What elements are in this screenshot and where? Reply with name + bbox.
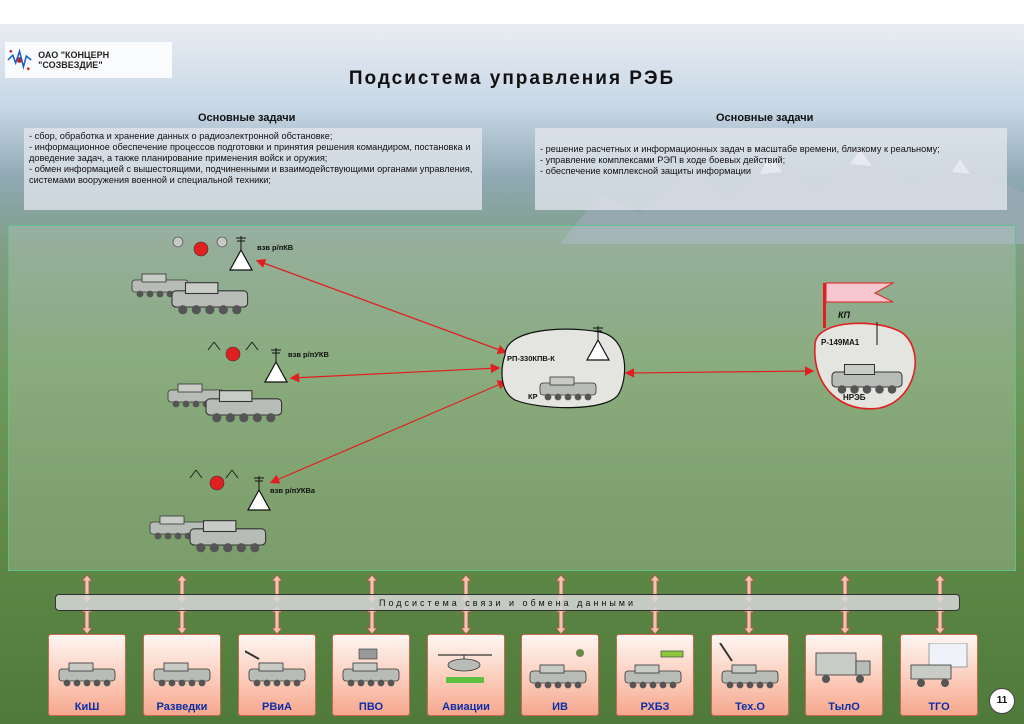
data-exchange-bus: Подсистема связи и обмена данными — [55, 594, 960, 611]
service-tile-iv[interactable]: ИВ — [521, 634, 599, 716]
unit-kv-vehicles — [131, 235, 253, 315]
right-task-item: - управление комплексами РЭП в ходе боев… — [540, 155, 786, 165]
engineering-vehicle-icon — [529, 649, 587, 689]
helicopter-icon — [438, 654, 492, 683]
artillery-icon — [245, 650, 306, 687]
service-label: ИВ — [552, 701, 568, 713]
service-tile-tylo[interactable]: ТылО — [805, 634, 883, 716]
service-label: ТылО — [828, 701, 860, 713]
right-task-item: - решение расчетных и информационных зад… — [540, 144, 940, 154]
service-label: ТГО — [928, 701, 950, 713]
left-task-item: - обмен информацией с вышестоящими, подч… — [29, 164, 473, 185]
link-kv — [255, 258, 508, 355]
unit-ukv-vehicles — [167, 341, 288, 423]
left-tasks-heading: Основные задачи — [198, 112, 296, 124]
center-node-name: РП-330КПВ-К — [507, 354, 555, 363]
left-task-item: - информационное обеспечение процессов п… — [29, 142, 471, 163]
service-tile-pvo[interactable]: ПВО — [332, 634, 410, 716]
recovery-vehicle-icon — [719, 643, 779, 689]
command-post-flag — [825, 282, 895, 303]
right-task-item: - обеспечение комплексной защиты информа… — [540, 166, 752, 176]
service-label: КиШ — [74, 701, 100, 713]
company-logo: ОАО "КОНЦЕРН "СОЗВЕЗДИЕ" — [5, 42, 172, 78]
service-label: Тех.О — [735, 701, 765, 713]
service-tile-kish[interactable]: КиШ — [48, 634, 126, 716]
link-ukva — [269, 380, 508, 484]
link-ukv — [289, 363, 501, 383]
center-node-tag: КР — [528, 392, 538, 401]
air-defense-icon — [342, 648, 400, 687]
service-label: Авиации — [442, 701, 490, 713]
red-signal-marker — [193, 241, 209, 257]
unit-label-kv: взв р/пКВ — [257, 243, 294, 252]
unit-ukva-vehicles — [149, 469, 271, 553]
armored-vehicle-icon — [58, 662, 116, 687]
service-tile-aviacii[interactable]: Авиации — [427, 634, 505, 716]
chemical-defense-icon — [624, 650, 684, 689]
service-tile-teho[interactable]: Тех.О — [711, 634, 789, 716]
command-post-tag: НРЭБ — [843, 393, 866, 402]
red-signal-marker — [225, 346, 241, 362]
link-command-post — [624, 366, 815, 378]
service-tile-rvia[interactable]: РВиА — [238, 634, 316, 716]
left-task-item: - сбор, обработка и хранение данных о ра… — [29, 131, 333, 141]
unit-label-ukv: взв р/пУКВ — [288, 350, 329, 359]
unit-label-ukva: взв р/пУКВа — [270, 486, 316, 495]
service-tile-tgo[interactable]: ТГО — [900, 634, 978, 716]
logo-text: ОАО "КОНЦЕРН "СОЗВЕЗДИЕ" — [38, 50, 110, 70]
page-title: Подсистема управления РЭБ — [348, 68, 676, 89]
page-number: 11 — [989, 688, 1015, 714]
service-label: РХБЗ — [640, 701, 670, 713]
constellation-logo-icon — [7, 48, 32, 71]
service-label: Разведки — [156, 701, 208, 713]
center-node-outline — [501, 328, 626, 409]
service-tile-rhbz[interactable]: РХБЗ — [616, 634, 694, 716]
service-tile-razvedki[interactable]: Разведки — [143, 634, 221, 716]
left-tasks-box: - сбор, обработка и хранение данных о ра… — [24, 128, 482, 210]
command-post-name: Р-149МА1 — [821, 338, 860, 347]
right-tasks-heading: Основные задачи — [716, 112, 814, 124]
command-post-flag-label: КП — [838, 310, 851, 320]
armored-vehicle-icon — [153, 662, 211, 687]
truck-icon — [815, 652, 871, 683]
red-signal-marker — [209, 475, 225, 491]
service-label: ПВО — [358, 701, 384, 713]
right-tasks-box: - решение расчетных и информационных зад… — [535, 128, 1007, 210]
service-label: РВиА — [262, 701, 292, 713]
map-truck-icon — [910, 643, 968, 687]
